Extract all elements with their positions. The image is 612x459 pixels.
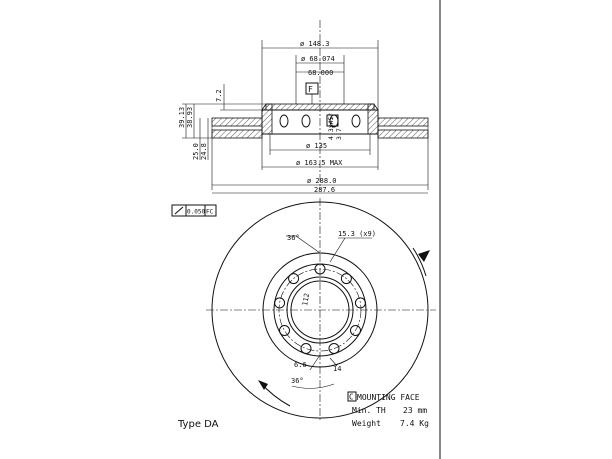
runout-tolerance-frame: 0.050 FC xyxy=(171,204,217,217)
bolt-hole-section xyxy=(351,114,361,128)
bolt-pitch-circle xyxy=(278,268,362,352)
bolt-hole xyxy=(279,325,290,336)
bolt-hole-section xyxy=(279,114,289,128)
weight-value: 7.4 Kg xyxy=(400,419,429,428)
dim-14-label: 14 xyxy=(333,365,341,373)
dim-6-6-label: 6.6 xyxy=(294,361,307,369)
cross-section-view: ø 148.3 ø 68.074 68.000 F C 7.2 39.13 38… xyxy=(178,20,429,194)
bolt-hole xyxy=(300,343,312,354)
bolt-hole xyxy=(288,273,300,285)
right-friction-ring-bottom xyxy=(377,129,429,139)
type-label: Type DA xyxy=(177,419,219,430)
dim-chamfer: 4.3x45° xyxy=(327,113,335,140)
front-view: 36° 15.3 (x9) 112 6.6 14 36° xyxy=(206,198,436,420)
mounting-face-code: C xyxy=(349,393,354,402)
min-thickness-label: Min. TH xyxy=(352,406,386,415)
bolt-hole xyxy=(340,273,352,285)
bolt-hole xyxy=(274,297,286,309)
angle-bottom-label: 36° xyxy=(291,377,304,385)
rotation-arrow-top-icon xyxy=(418,250,430,262)
dim-d148: ø 148.3 xyxy=(300,40,330,48)
datum-f-label: F xyxy=(308,85,313,94)
pcd-label: 112 xyxy=(301,292,311,306)
bolt-hole-section xyxy=(301,114,311,128)
tolerance-datum: FC xyxy=(206,209,214,216)
min-thickness-value: 23 mm xyxy=(403,406,427,415)
dim-25-0: 25.0 xyxy=(192,143,200,160)
left-friction-ring-top xyxy=(211,117,263,127)
info-block: C MOUNTING FACE Min. TH 23 mm Weight 7.4… xyxy=(347,391,429,428)
dim-d68-min: 68.000 xyxy=(308,69,333,77)
dim-d163: ø 163.5 MAX xyxy=(296,159,343,167)
runout-arrow-icon xyxy=(174,206,184,215)
right-friction-ring-top xyxy=(377,117,429,127)
dim-d68-max: ø 68.074 xyxy=(301,55,335,63)
mounting-face-code-frame xyxy=(347,391,357,402)
hub-right-wall xyxy=(367,103,379,135)
rotation-arc-top xyxy=(412,247,427,277)
bolt-hole xyxy=(314,263,326,275)
dim-7-2: 7.2 xyxy=(215,89,223,102)
bolt-hole xyxy=(354,297,366,309)
bolt-holes xyxy=(274,263,366,354)
datum-frame-c xyxy=(326,114,339,127)
centre-bore-outer xyxy=(286,276,354,344)
centre-bore-inner xyxy=(290,280,350,340)
dim-38-93: 38.93 xyxy=(186,107,194,128)
dim-d288: ø 288.0 xyxy=(307,177,337,185)
dim-3-7: 3.7 xyxy=(335,128,343,140)
bolt-hole xyxy=(328,343,340,354)
dim-d135: ø 135 xyxy=(306,142,327,150)
dim-24-8: 24.8 xyxy=(200,143,208,160)
disc-outer-edge xyxy=(211,201,429,419)
left-friction-ring-bottom xyxy=(211,129,263,139)
bolt-holes-label: 15.3 (x9) xyxy=(338,230,376,238)
rotation-arrow-bottom-icon xyxy=(258,380,268,390)
datum-c-label: C xyxy=(329,117,334,126)
angle-top-label: 36° xyxy=(287,234,300,242)
hub-top-face xyxy=(265,103,375,111)
dim-39-13: 39.13 xyxy=(178,107,186,128)
dim-287-6: 287.6 xyxy=(314,186,335,194)
tolerance-value: 0.050 xyxy=(187,209,205,216)
hub-left-wall xyxy=(261,103,273,135)
weight-label: Weight xyxy=(352,419,381,428)
bolt-hole xyxy=(350,325,361,336)
mounting-face-label: MOUNTING FACE xyxy=(357,393,420,402)
